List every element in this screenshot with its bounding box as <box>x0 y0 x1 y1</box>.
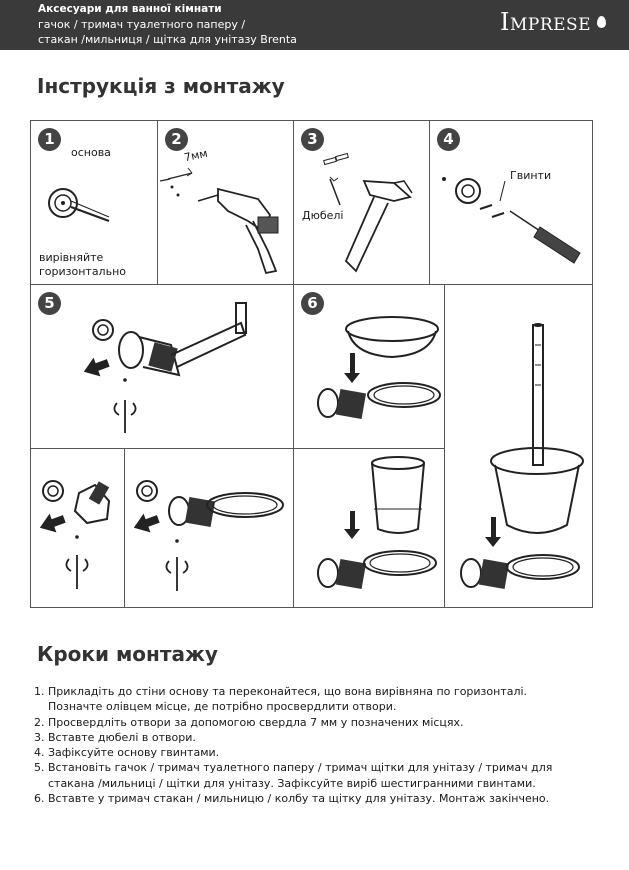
step-number-3: 3 <box>301 128 324 151</box>
panel-step-6: 6 <box>293 284 445 449</box>
paper-holder-illustration <box>83 302 247 433</box>
label-base: основа <box>71 146 111 159</box>
label-screws: Гвинти <box>510 169 552 182</box>
panel-step-3: 3 Дюбелі <box>293 120 430 285</box>
brand-rest: MPRESE <box>509 15 592 35</box>
soap-dish-illustration <box>317 316 441 420</box>
screwdriver-illustration <box>442 177 581 264</box>
step-number-4: 4 <box>437 128 460 151</box>
panel-glass <box>293 448 445 608</box>
step-line: 2. Просвердліть отвори за допомогою свер… <box>34 715 464 729</box>
step-number-2: 2 <box>165 128 188 151</box>
hook-illustration <box>39 480 111 589</box>
ring-holder-illustration <box>133 480 284 591</box>
header-line-2: гачок / тримач туалетного паперу / <box>38 18 246 31</box>
step-line: Позначте олівцем місце, де потрібно прос… <box>34 700 397 714</box>
panel-step-1: 1 основа вирівняйте горизонтально <box>30 120 158 285</box>
steps-list: 1. Прикладіть до стіни основу та перекон… <box>34 684 552 806</box>
step-number-1: 1 <box>38 128 61 151</box>
step-line: 6. Вставте у тримач стакан / мильницю / … <box>34 792 550 806</box>
label-dowels: Дюбелі <box>302 209 344 222</box>
drop-icon <box>597 16 606 28</box>
drill-illustration <box>159 167 279 275</box>
step-line: 1. Прикладіть до стіни основу та перекон… <box>34 685 528 698</box>
brand-logo: IMPRESE <box>500 8 591 36</box>
steps-title: Кроки монтажу <box>37 642 218 666</box>
step-number-6: 6 <box>301 292 324 315</box>
panel-step-5: 5 <box>30 284 294 449</box>
step-number-5: 5 <box>38 292 61 315</box>
panel-step-2: 2 7мм <box>157 120 294 285</box>
step-line: 5. Встановіть гачок / тримач туалетного … <box>34 761 553 775</box>
step-line: стакана /мильниці / щітки для унітазу. З… <box>34 776 536 790</box>
step-line: 4. Зафіксуйте основу гвинтами. <box>34 746 220 760</box>
panel-toilet-brush <box>444 284 593 608</box>
panel-ring-mount <box>124 448 294 608</box>
label-level: вирівняйте горизонтально <box>39 251 126 278</box>
header-bar: Аксесуари для ванної кімнати гачок / три… <box>0 0 629 50</box>
glass-illustration <box>317 456 437 590</box>
brand-first-letter: I <box>500 8 510 36</box>
step-line: 3. Вставте дюбелі в отвори. <box>34 730 196 744</box>
header-line-3: стакан /мильниця / щітка для унітазу Bre… <box>38 33 297 46</box>
toilet-brush-illustration <box>460 323 584 590</box>
hammer-illustration <box>323 152 413 273</box>
panel-hook <box>30 448 125 608</box>
panel-step-4: 4 Гвинти <box>429 120 593 285</box>
header-line-1: Аксесуари для ванної кімнати <box>38 3 222 15</box>
install-title: Інструкція з монтажу <box>37 74 285 98</box>
base-plate-illustration <box>48 188 110 222</box>
